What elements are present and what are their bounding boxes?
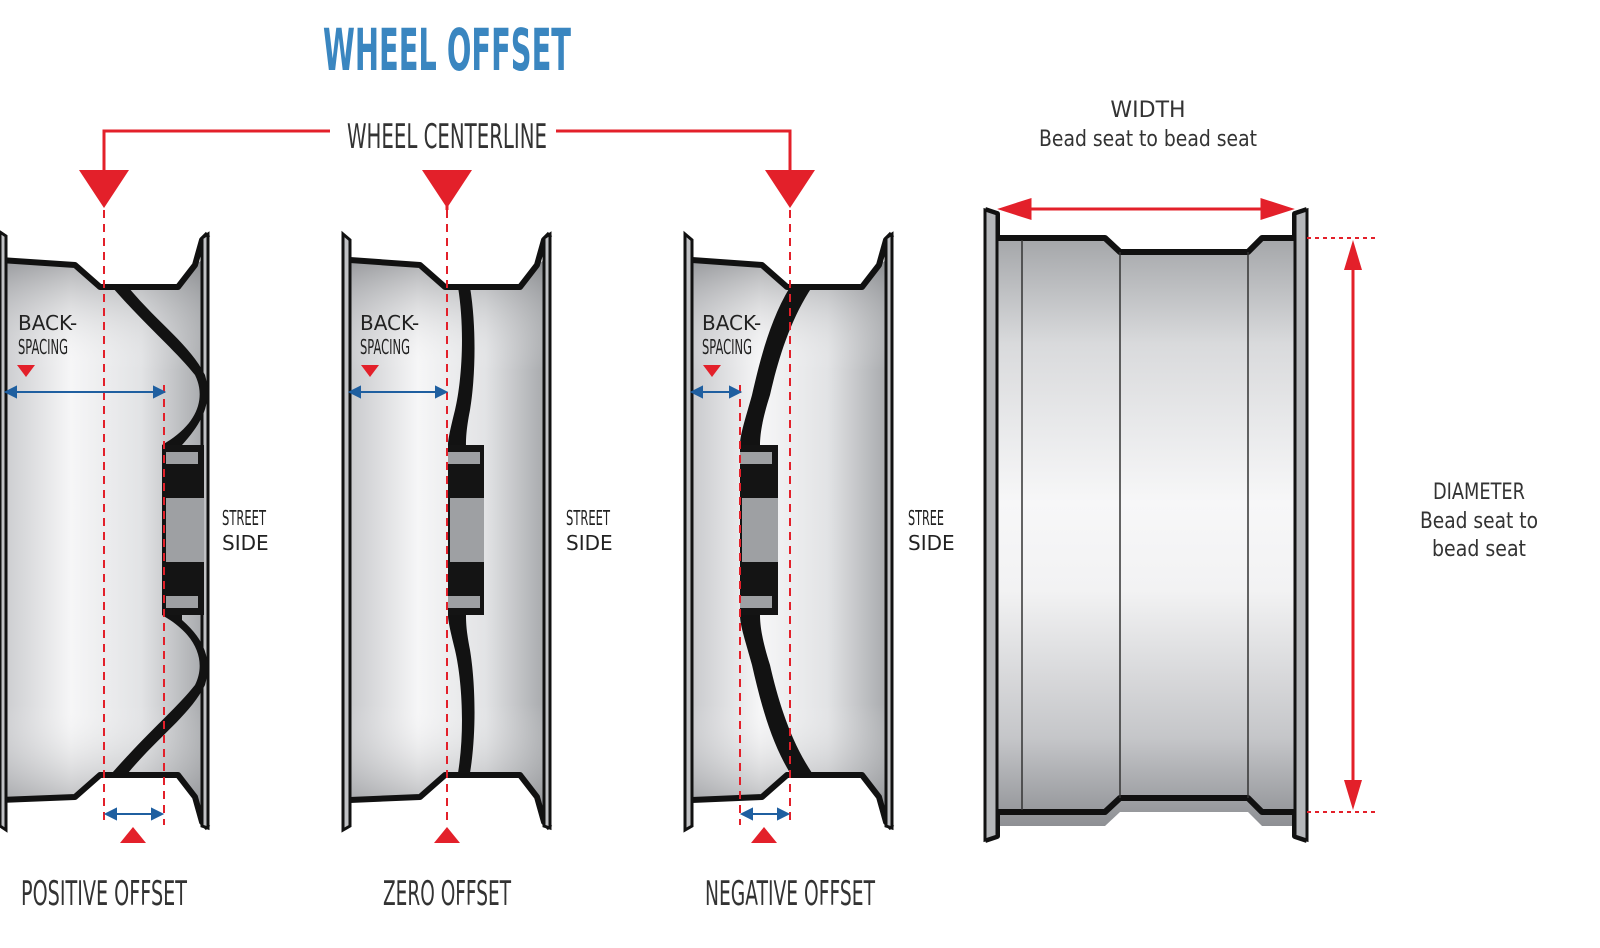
wheel-positive-offset (0, 170, 211, 843)
offset-label-negative: NEGATIVE OFFSET (705, 874, 875, 914)
diameter-sublabel-1: Bead seat to (1420, 509, 1538, 534)
street-side-label-2: SIDE (222, 531, 269, 555)
diameter-sublabel-2: bead seat (1432, 537, 1526, 562)
wheel-barrel-side-view (983, 197, 1378, 843)
centerline-marker-top (765, 170, 815, 208)
backspacing-label-1: BACK- (18, 311, 77, 335)
centerline-marker-top (79, 170, 129, 208)
backspacing-label-1: BACK- (702, 311, 761, 335)
backspacing-marker (17, 365, 35, 377)
page-title: WHEEL OFFSET (323, 16, 571, 84)
wheel-zero-offset (341, 170, 553, 843)
offset-label-positive: POSITIVE OFFSET (21, 874, 187, 914)
offset-label-zero: ZERO OFFSET (383, 874, 511, 914)
width-sublabel: Bead seat to bead seat (1039, 127, 1257, 152)
centerline-marker-top (422, 170, 472, 208)
backspacing-marker (361, 365, 379, 377)
diameter-arrow (1307, 237, 1378, 813)
backspacing-label-2: SPACING (702, 335, 752, 359)
width-arrow (997, 197, 1295, 221)
backspacing-marker (703, 365, 721, 377)
street-side-label-1: STREET (222, 506, 266, 530)
centerline-marker-bottom (434, 827, 460, 843)
street-side-label-2: SIDE (908, 531, 955, 555)
centerline-marker-bottom (751, 827, 777, 843)
backspacing-label-1: BACK- (360, 311, 419, 335)
centerline-marker-bottom (120, 827, 146, 843)
street-side-label-1: STREET (566, 506, 610, 530)
wheel-negative-offset (683, 170, 895, 843)
street-side-label-2: SIDE (566, 531, 613, 555)
backspacing-label-2: SPACING (18, 335, 68, 359)
street-side-label-1: STREE (908, 506, 944, 530)
centerline-label: WHEEL CENTERLINE (347, 117, 547, 157)
backspacing-label-2: SPACING (360, 335, 410, 359)
diameter-label: DIAMETER (1433, 480, 1525, 505)
width-label: WIDTH (1110, 98, 1185, 123)
